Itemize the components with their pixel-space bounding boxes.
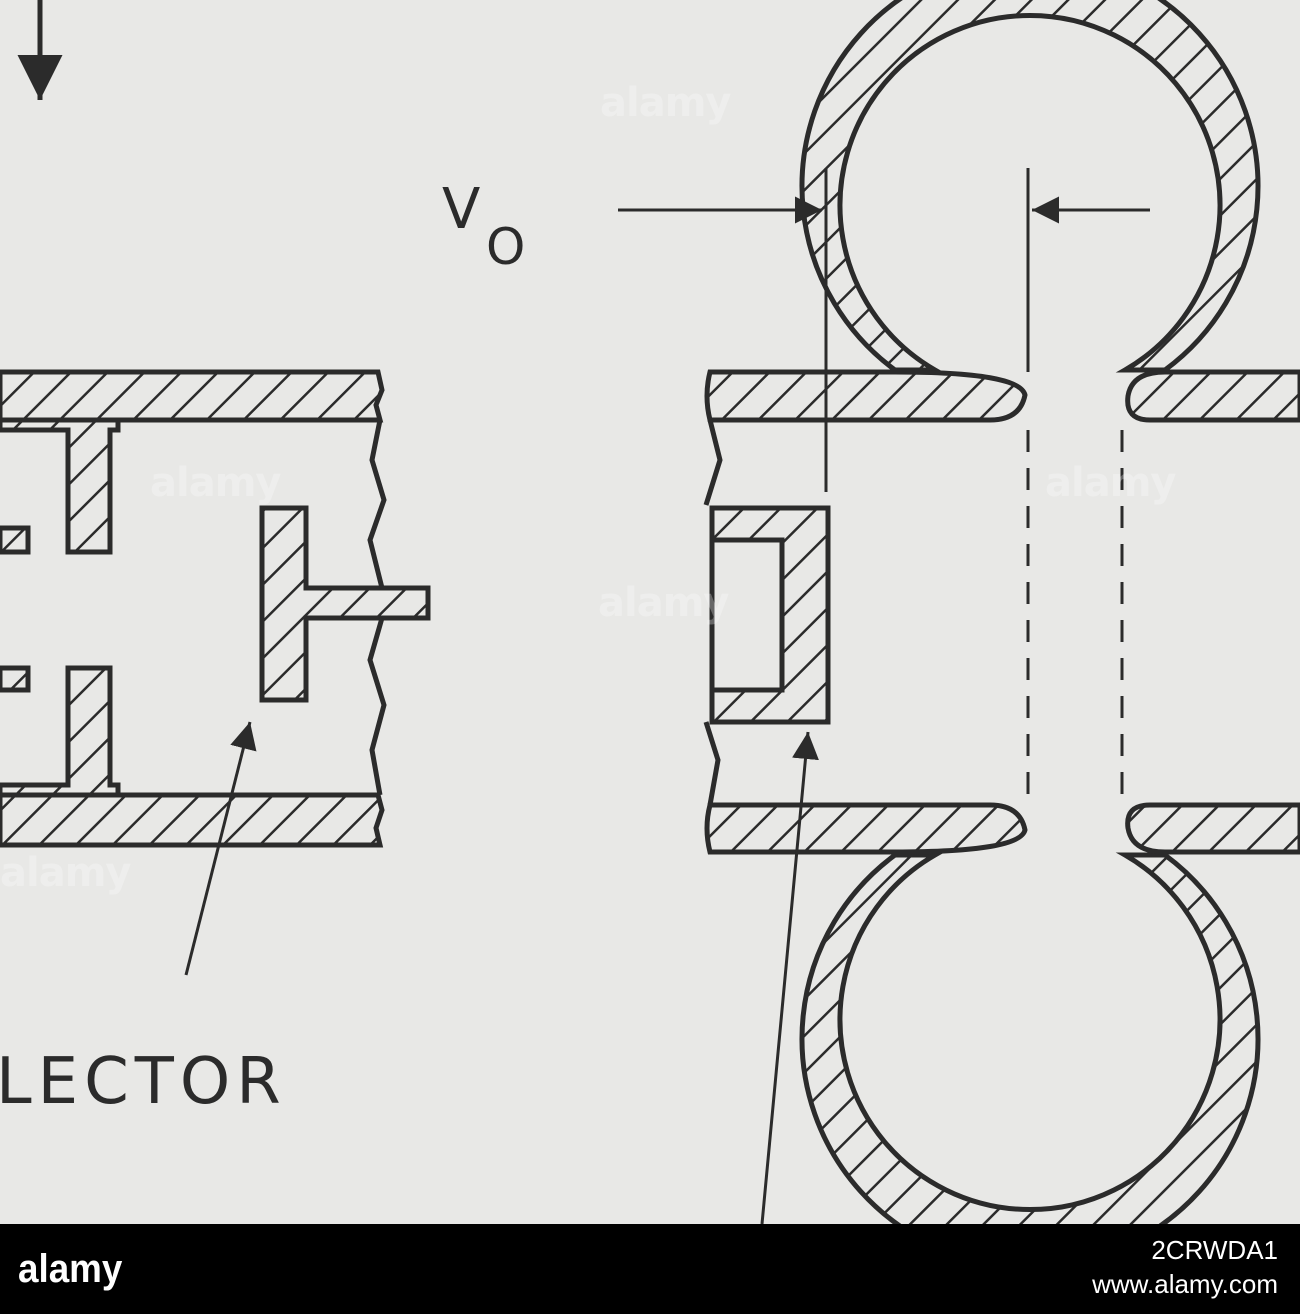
left-stub-upper	[0, 525, 31, 555]
left-cavity	[0, 369, 431, 848]
image-id: 2CRWDA1	[1151, 1235, 1278, 1265]
collector-label: LECTOR	[0, 1045, 287, 1119]
watermark: alamy	[150, 460, 281, 506]
left-break-line	[367, 419, 387, 796]
cathode-block	[709, 505, 831, 725]
cathode-pointer-arrow	[760, 731, 819, 1224]
diagram-canvas: V O LECTOR alamy alamy alamy alamy alamy	[0, 0, 1300, 1224]
brand-logo[interactable]: alamy	[18, 1247, 123, 1291]
left-upper-grid	[0, 417, 121, 555]
collector-pointer-arrow	[184, 721, 257, 976]
cavity-cross-section-diagram	[0, 0, 1300, 1224]
v0-label: V	[442, 177, 481, 242]
watermark: alamy	[1045, 460, 1176, 506]
right-break-line	[703, 419, 723, 806]
right-top-wall-left	[704, 369, 1028, 423]
left-lower-grid	[0, 665, 121, 798]
footer-bar: alamy 2CRWDA1 www.alamy.com	[0, 1224, 1300, 1314]
watermark: alamy	[0, 850, 131, 896]
watermark: alamy	[598, 580, 729, 626]
watermark: alamy	[600, 80, 731, 126]
left-bottom-wall	[0, 792, 385, 848]
right-top-wall-right	[1125, 369, 1300, 423]
site-url-link[interactable]: www.alamy.com	[1092, 1269, 1278, 1299]
collector-plate	[259, 505, 431, 703]
left-top-wall	[0, 369, 385, 423]
lower-resonator-loop	[799, 852, 1261, 1224]
left-stub-lower	[0, 665, 31, 693]
v0-label-subscript: O	[486, 218, 526, 276]
upper-resonator-loop	[799, 0, 1261, 373]
right-bottom-wall-left	[704, 802, 1028, 855]
right-bottom-wall-right	[1125, 802, 1300, 855]
